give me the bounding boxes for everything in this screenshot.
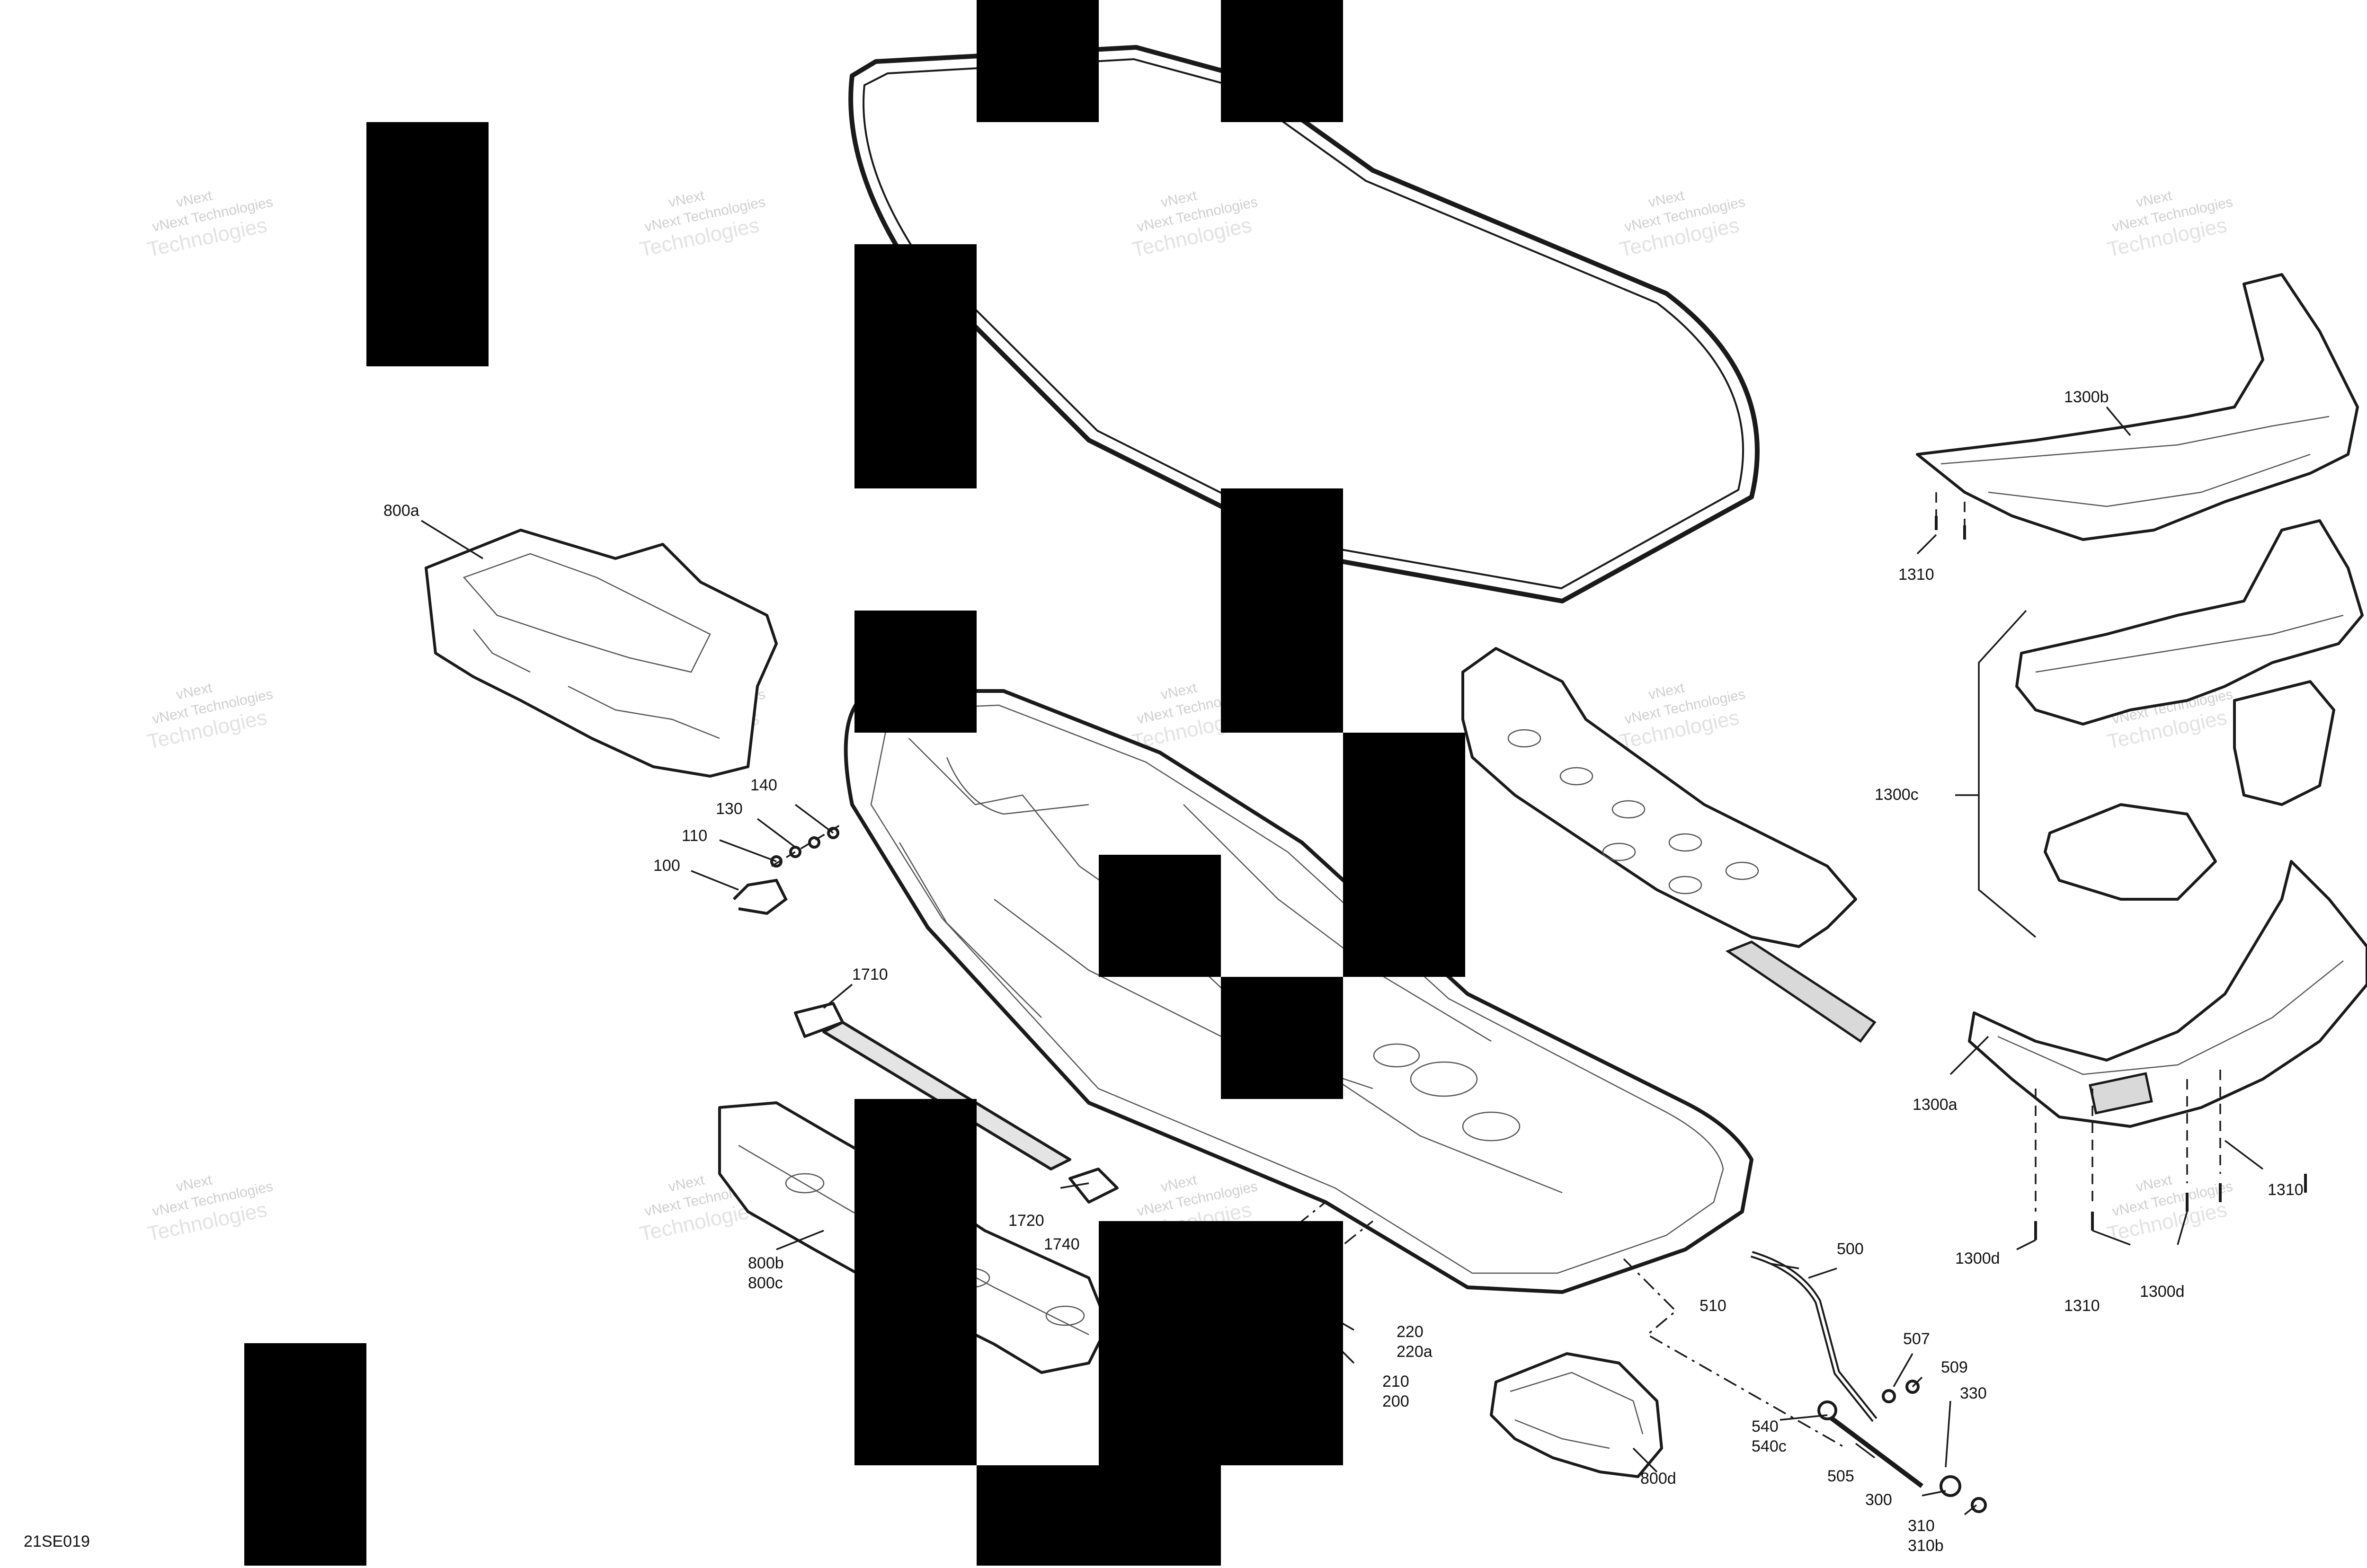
callout-800d: 800d: [1640, 1470, 1676, 1488]
callout-210: 210: [1382, 1373, 1409, 1391]
callout-507: 507: [1903, 1330, 1930, 1348]
callout-509: 509: [1941, 1358, 1968, 1376]
watermark: vNext vNext Technologies Technologies: [638, 187, 767, 261]
callout-505: 505: [1827, 1467, 1854, 1485]
callout-labels: 800a 140 130 110 100 1710 1720 1740 800b…: [383, 388, 2304, 1555]
part-1300b-panel: [1916, 273, 2359, 541]
part-1300c-panels: [2015, 519, 2364, 901]
callout-110: 110: [682, 827, 707, 845]
watermark: vNext vNext Technologies Technologies: [2105, 187, 2234, 261]
callout-1720: 1720: [1008, 1212, 1044, 1230]
callout-100: 100: [653, 857, 680, 875]
redaction-blocks: [244, 0, 1465, 1566]
redaction-block: [1221, 1221, 1343, 1343]
redaction-block: [1099, 855, 1221, 977]
redaction-block: [854, 1099, 977, 1465]
group-bracket-1300c: [1978, 610, 2037, 938]
redaction-block: [1221, 488, 1343, 733]
callout-540c: 540c: [1752, 1437, 1787, 1455]
watermark: vNext vNext Technologies Technologies: [1130, 187, 1259, 261]
callout-200: 200: [1382, 1392, 1409, 1410]
callout-1300c: 1300c: [1875, 786, 1919, 804]
redaction-block: [854, 611, 977, 733]
callout-800a: 800a: [383, 502, 419, 520]
callout-310: 310: [1908, 1517, 1935, 1535]
callout-1740: 1740: [1044, 1235, 1080, 1253]
part-1300a-panel: [1968, 860, 2367, 1128]
callout-1300b: 1300b: [2064, 388, 2109, 406]
redaction-block: [1221, 1343, 1343, 1465]
callout-1300d-left: 1300d: [1955, 1249, 2000, 1267]
callout-500: 500: [1837, 1240, 1864, 1258]
callout-800b: 800b: [748, 1254, 784, 1272]
redaction-block: [1099, 1221, 1221, 1566]
callout-220: 220: [1397, 1323, 1424, 1341]
seat-gasket: [848, 45, 1760, 603]
callout-1310-top: 1310: [1898, 566, 1934, 584]
callout-300: 300: [1865, 1491, 1892, 1509]
drawing-code: 21SE019: [24, 1533, 90, 1550]
watermark: vNext vNext Technologies Technologies: [2105, 1172, 2234, 1246]
watermark: vNext vNext Technologies Technologies: [1618, 680, 1747, 753]
callout-130: 130: [716, 800, 743, 818]
latch-plate: [1725, 940, 1877, 1043]
callout-1310-right: 1310: [2268, 1181, 2304, 1199]
callout-800c: 800c: [748, 1274, 783, 1292]
redaction-block: [244, 1343, 366, 1566]
redaction-block: [1221, 0, 1343, 122]
storage-tray-right: [1461, 647, 1857, 948]
watermark: vNext vNext Technologies Technologies: [145, 680, 275, 753]
redaction-block: [854, 244, 977, 488]
watermark: vNext vNext Technologies Technologies: [145, 187, 275, 261]
callout-330: 330: [1960, 1384, 1987, 1402]
callout-510: 510: [1700, 1297, 1726, 1315]
redaction-block: [1221, 977, 1343, 1099]
part-800a-tray: [425, 529, 778, 778]
part-800d-bin: [1490, 1352, 1663, 1478]
callout-540: 540: [1752, 1417, 1779, 1435]
callout-140: 140: [750, 776, 777, 794]
redaction-block: [977, 1465, 1099, 1566]
callout-1300d-right: 1300d: [2140, 1283, 2185, 1301]
callout-1710: 1710: [852, 966, 888, 983]
redaction-block: [366, 122, 489, 366]
redaction-block: [977, 0, 1099, 122]
callout-310b: 310b: [1908, 1537, 1944, 1555]
callout-1300a: 1300a: [1913, 1096, 1958, 1114]
redaction-block: [1343, 733, 1465, 977]
watermark: vNext vNext Technologies Technologies: [145, 1172, 275, 1246]
callout-1310-bottom: 1310: [2064, 1297, 2100, 1315]
callout-220a: 220a: [1397, 1343, 1433, 1361]
leader-lines: [421, 406, 2264, 1515]
watermark: vNext vNext Technologies Technologies: [1618, 187, 1747, 261]
